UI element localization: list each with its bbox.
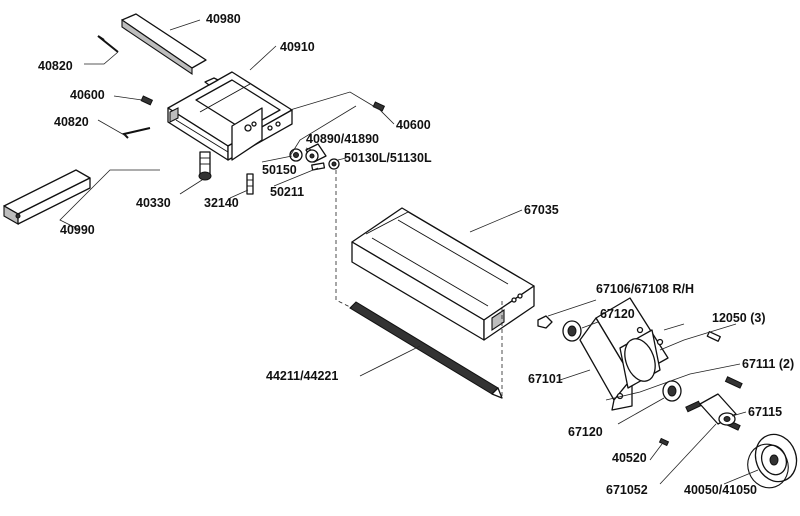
screw-67111-a	[724, 376, 743, 389]
l-pin-40820-top	[97, 35, 119, 53]
bearing-67120-b	[662, 380, 682, 402]
label-67106-67108: 67106/67108 R/H	[596, 282, 694, 296]
set-screw-40600-left	[140, 95, 154, 106]
gib-strip-40990	[3, 169, 91, 225]
label-12050: 12050 (3)	[712, 311, 766, 325]
coupling-671052	[685, 393, 737, 426]
handwheel-40050	[747, 433, 798, 489]
screw-12050	[706, 331, 721, 342]
label-40990: 40990	[60, 223, 95, 237]
label-40600-right: 40600	[396, 118, 431, 132]
label-40520: 40520	[612, 451, 647, 465]
cross-slide-40910	[167, 71, 293, 161]
label-50150: 50150	[262, 163, 297, 177]
label-40600-left: 40600	[70, 88, 105, 102]
lead-screw-44211	[349, 301, 503, 399]
label-67111: 67111 (2)	[742, 357, 794, 371]
label-67035: 67035	[524, 203, 559, 217]
assembly-line-a	[335, 170, 353, 309]
label-671052: 671052	[606, 483, 648, 497]
bushing-40890	[305, 143, 327, 163]
set-screw-32140	[246, 173, 254, 195]
label-40820-top: 40820	[38, 59, 73, 73]
leader-lines	[59, 19, 759, 485]
label-67115: 67115	[748, 405, 782, 419]
gib-strip-40980	[121, 13, 207, 76]
pin-50211	[311, 162, 326, 171]
labels: 40980 40820 40910 40600 40820 40600 4089…	[38, 12, 794, 497]
nut-67106	[537, 315, 553, 329]
nut-50130l	[328, 158, 340, 170]
cap-screw-40330	[198, 151, 212, 181]
bracket-67101	[579, 297, 669, 411]
label-50211: 50211	[270, 185, 304, 199]
label-32140: 32140	[204, 196, 239, 210]
label-40980: 40980	[206, 12, 241, 26]
bearing-67120-a	[562, 320, 582, 342]
label-50130l-51130l: 50130L/51130L	[344, 151, 432, 165]
label-44211-44221: 44211/44221	[266, 369, 338, 383]
label-40890-41890: 40890/41890	[306, 132, 379, 146]
washer-50150	[289, 148, 303, 162]
label-67120-lower: 67120	[568, 425, 603, 439]
label-40820-mid: 40820	[54, 115, 89, 129]
label-40330: 40330	[136, 196, 171, 210]
label-67120-upper: 67120	[600, 307, 635, 321]
l-pin-40820-mid	[122, 127, 151, 139]
label-67101: 67101	[528, 372, 563, 386]
label-40050-41050: 40050/41050	[684, 483, 757, 497]
label-40910: 40910	[280, 40, 315, 54]
saddle-67035	[351, 207, 535, 341]
set-screw-40520	[658, 437, 670, 447]
